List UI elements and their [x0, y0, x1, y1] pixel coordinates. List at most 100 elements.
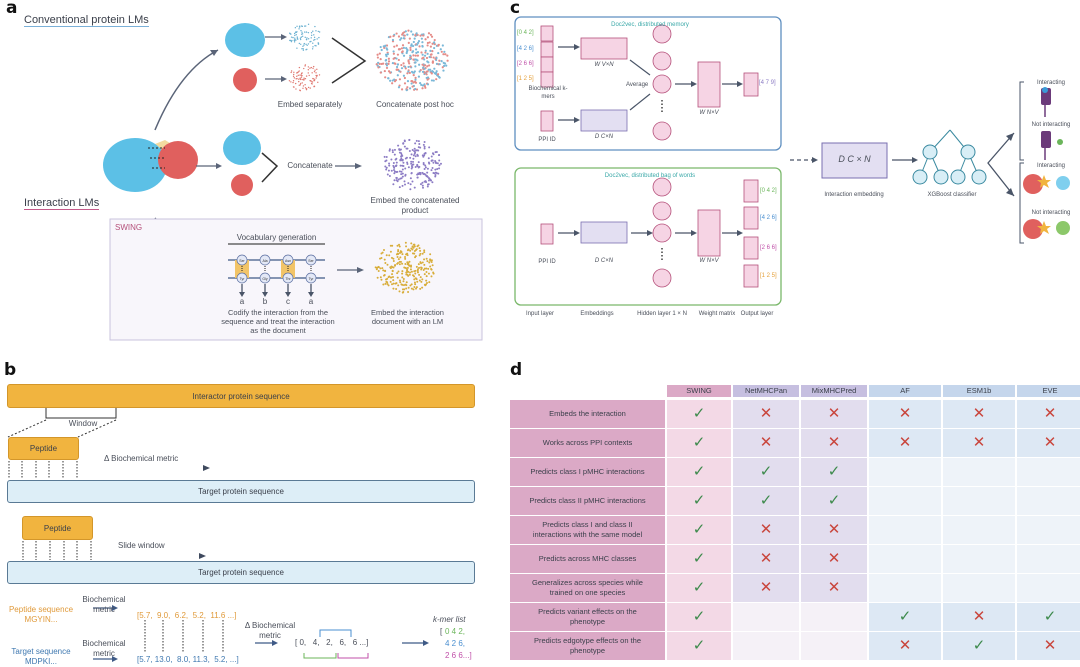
- hidden-node: [652, 51, 672, 71]
- embedding-point: [398, 186, 401, 189]
- embedding-point: [403, 180, 406, 183]
- embedding-point: [398, 148, 401, 151]
- embedding-point: [304, 64, 307, 66]
- check-icon: ✓: [692, 637, 706, 655]
- blue-protein-icon-2: [223, 131, 261, 165]
- embedding-point: [404, 183, 407, 186]
- embedding-point: [398, 170, 401, 173]
- dbow-output-label: [4 2 6]: [760, 215, 777, 221]
- residue-top-Ser: [305, 254, 317, 266]
- embedding-point: [397, 35, 401, 38]
- embedding-point: [442, 69, 445, 72]
- embedding-point: [425, 70, 428, 73]
- embedding-point: [438, 154, 441, 157]
- cross-icon: ✕: [827, 579, 841, 597]
- embedding-point: [388, 149, 391, 152]
- blue-protein-icon: [225, 23, 265, 57]
- embedding-point: [307, 86, 310, 89]
- embedding-point: [305, 38, 308, 40]
- embedding-point: [415, 88, 419, 91]
- embedding-point: [423, 58, 426, 61]
- embedding-point: [402, 277, 405, 280]
- embedding-point: [409, 177, 412, 180]
- red-protein-icon: [233, 68, 257, 92]
- embedding-point: [381, 251, 384, 254]
- embedding-point: [421, 84, 425, 87]
- peptide-sequence-value: MGYIN...: [24, 615, 58, 624]
- embedding-point: [311, 81, 314, 83]
- embedding-point: [417, 41, 420, 45]
- embedding-point: [419, 81, 422, 85]
- embedding-point: [387, 77, 390, 80]
- embedding-point: [392, 259, 395, 262]
- embedding-point: [425, 270, 428, 273]
- embedding-point: [404, 174, 407, 177]
- embedding-point: [406, 266, 409, 269]
- embedding-point: [313, 70, 316, 73]
- w-vn-matrix: [580, 37, 628, 60]
- embedding-point: [407, 286, 410, 289]
- embedding-point: [300, 36, 303, 38]
- embedding-point: [425, 56, 429, 60]
- embedding-point: [416, 154, 419, 157]
- embedding-point: [304, 25, 306, 27]
- svg-text:Tyr: Tyr: [309, 277, 315, 281]
- cross-icon: ✕: [1043, 405, 1057, 423]
- embedding-point: [410, 172, 413, 175]
- embedding-point: [414, 272, 417, 275]
- embedding-point: [415, 265, 418, 268]
- embedding-point: [397, 178, 400, 181]
- embedding-point: [393, 169, 396, 172]
- embedding-point: [391, 82, 394, 85]
- embedding-point: [422, 143, 425, 146]
- embedding-point: [419, 183, 422, 186]
- cross-icon: ✕: [827, 434, 841, 452]
- svg-text:Ala: Ala: [262, 259, 267, 263]
- embedding-point: [386, 281, 389, 284]
- embedding-point: [411, 85, 414, 88]
- embedding-point: [422, 269, 425, 272]
- embedding-point: [376, 53, 379, 56]
- table-cell: ✓: [667, 487, 731, 515]
- embedding-point: [412, 157, 415, 160]
- embedding-point: [306, 37, 308, 39]
- layer-label: Weight matrix: [698, 311, 736, 317]
- embedding-point: [422, 186, 425, 189]
- embedding-point: [394, 62, 397, 65]
- embedding-point: [402, 164, 405, 167]
- embedding-point: [401, 276, 404, 279]
- embedding-point: [379, 276, 382, 279]
- embedding-point: [404, 255, 407, 258]
- embedding-point: [392, 164, 395, 167]
- embedding-point: [425, 73, 428, 76]
- table-cell: ✕: [801, 400, 867, 428]
- check-icon: ✓: [692, 608, 706, 626]
- embedding-point: [428, 41, 431, 44]
- embedding-point: [411, 252, 414, 255]
- embedding-point: [401, 262, 404, 265]
- embedding-point: [302, 49, 305, 51]
- table-cell: ✓: [667, 429, 731, 457]
- embedding-point: [388, 174, 391, 177]
- table-cell: [943, 458, 1015, 486]
- embedding-point: [414, 155, 417, 158]
- embedding-point: [318, 74, 321, 76]
- embedding-point: [403, 139, 406, 142]
- embedding-point: [413, 147, 416, 150]
- concat-post-hoc-label: Concatenate post hoc: [376, 100, 454, 109]
- embedding-point: [389, 266, 392, 269]
- embedding-point: [424, 166, 427, 169]
- embedding-point: [317, 43, 320, 45]
- embedding-point: [427, 64, 431, 67]
- embedding-point: [306, 48, 308, 50]
- embedding-point: [294, 82, 297, 85]
- embedding-point: [407, 41, 410, 45]
- embedding-point: [411, 180, 414, 183]
- cross-icon: ✕: [898, 637, 912, 655]
- embedding-point: [427, 183, 430, 186]
- embedding-point: [392, 57, 395, 60]
- embedding-point: [391, 38, 395, 42]
- residue-top-Ala: [259, 254, 271, 266]
- peptide-sequence-label: Peptide sequence: [8, 605, 74, 614]
